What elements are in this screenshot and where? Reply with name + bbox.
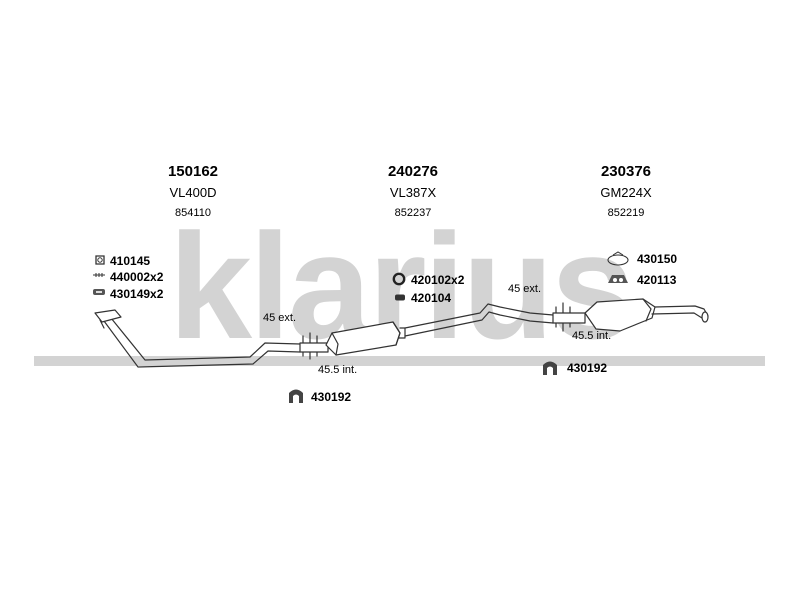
hanger-2-part: 430192 [567, 361, 608, 375]
bracket-icon [606, 272, 630, 286]
watermark-underline [34, 356, 765, 366]
section-3-part-number: 230376 [600, 163, 652, 180]
seal-ring-icon [392, 272, 406, 286]
watermark-text: klarius [169, 202, 632, 370]
left-joint [299, 332, 329, 360]
section-3-code: 852219 [607, 207, 645, 219]
gasket-icon [92, 287, 106, 297]
hardware-right-1: 430150 [637, 252, 678, 266]
section-3-reference: GM224X [600, 185, 652, 200]
left-joint-ext-note: 45 ext. [263, 312, 297, 324]
right-joint [552, 302, 586, 332]
section-2-reference: VL387X [389, 185, 437, 200]
hardware-middle-1: 420102x2 [411, 273, 465, 287]
hardware-middle-2: 420104 [411, 291, 452, 305]
section-2-part-number: 240276 [387, 163, 439, 180]
front-pipe [94, 309, 301, 368]
section-1-part-number: 150162 [167, 163, 219, 180]
hanger-1-part: 430192 [311, 390, 352, 404]
hanger-icon [605, 251, 631, 267]
hardware-left-1: 410145 [110, 254, 151, 268]
left-joint-int-note: 45.5 int. [318, 364, 358, 376]
flange-icon [94, 254, 106, 266]
hardware-left-3: 430149x2 [110, 287, 164, 301]
rubber-hanger-icon [287, 387, 305, 405]
manifold-flange [94, 309, 122, 323]
hardware-right-2: 420113 [637, 273, 677, 287]
clamp-icon [394, 293, 406, 302]
section-2-code: 852237 [394, 207, 432, 219]
right-joint-int-note: 45.5 int. [572, 330, 612, 342]
rubber-hanger-icon [541, 359, 559, 377]
centre-silencer [325, 321, 406, 356]
section-1-code: 854110 [175, 207, 211, 219]
rear-silencer [584, 298, 709, 332]
hardware-left-2: 440002x2 [110, 270, 164, 284]
intermediate-pipe [404, 303, 554, 337]
spring-icon [92, 270, 106, 280]
section-1-reference: VL400D [169, 185, 217, 200]
right-joint-ext-note: 45 ext. [508, 283, 542, 295]
